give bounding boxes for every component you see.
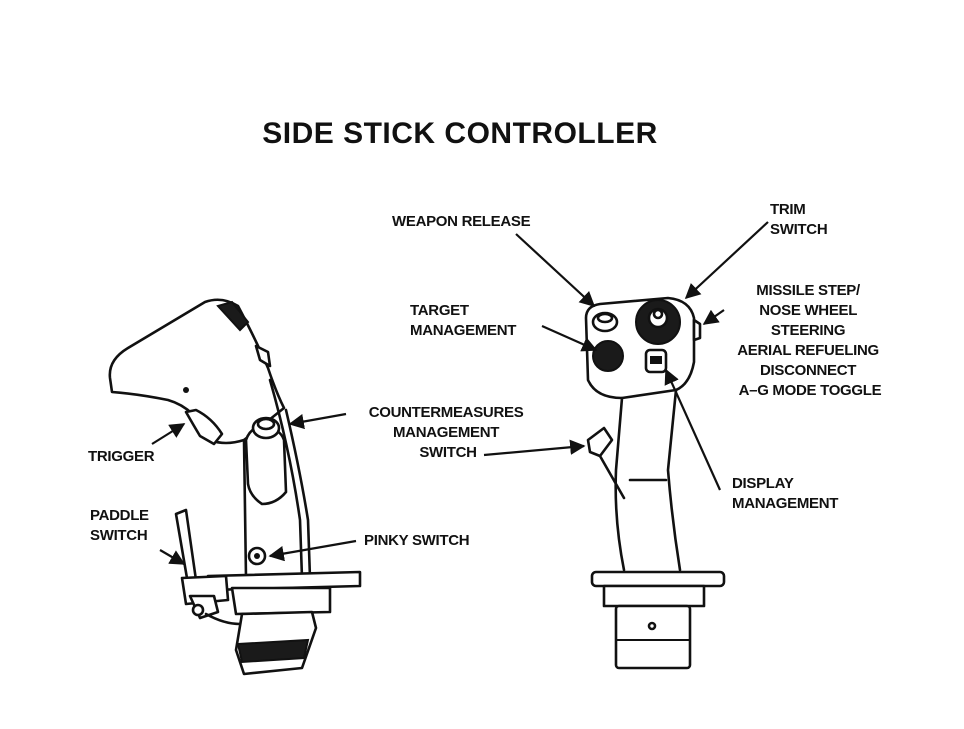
left-stick-drawing (108, 298, 362, 676)
label-countermeasures: COUNTERMEASURES MANAGEMENT SWITCH (369, 404, 528, 461)
callout-arrows (151, 221, 769, 565)
left-trigger (184, 408, 224, 446)
weapon-release-arrow (515, 233, 596, 308)
right-base-plate (590, 570, 726, 588)
right-missile-step-nub (692, 318, 702, 342)
left-paddle-switch (174, 508, 198, 586)
countermeasures-left-arrow (288, 412, 347, 430)
label-target-management: TARGET MANAGEMENT (410, 302, 516, 339)
label-missile-step: MISSILE STEP/ NOSE WHEEL STEERING AERIAL… (737, 282, 882, 399)
display-management-arrow (664, 368, 722, 491)
trigger-arrow (151, 423, 186, 445)
pinky-arrow (268, 539, 357, 562)
paddle-arrow (159, 549, 186, 565)
left-grip-head (108, 298, 286, 445)
right-target-management-switch (592, 340, 624, 372)
left-top-button (216, 300, 250, 332)
label-trigger: TRIGGER (88, 448, 155, 465)
trim-arrow (684, 221, 769, 300)
right-grip-body (614, 388, 682, 572)
diagram-title: SIDE STICK CONTROLLER (262, 117, 658, 150)
label-weapon-release: WEAPON RELEASE (392, 213, 531, 230)
left-head-nub (254, 344, 272, 368)
right-base-collar (602, 584, 706, 608)
label-paddle-switch: PADDLE SWITCH (90, 507, 153, 544)
right-countermeasures-switch (586, 426, 614, 458)
target-management-arrow (541, 324, 598, 352)
label-display-management: DISPLAY MANAGEMENT (732, 475, 838, 512)
label-trim-switch: TRIM SWITCH (770, 201, 827, 238)
left-head-dot (183, 387, 189, 393)
right-stick-drawing (584, 296, 726, 670)
label-pinky-switch: PINKY SWITCH (364, 532, 469, 549)
right-base-cylinder (614, 604, 692, 670)
missile-step-arrow (702, 309, 725, 325)
left-base-collar (230, 586, 332, 616)
countermeasures-right-arrow (483, 439, 586, 457)
